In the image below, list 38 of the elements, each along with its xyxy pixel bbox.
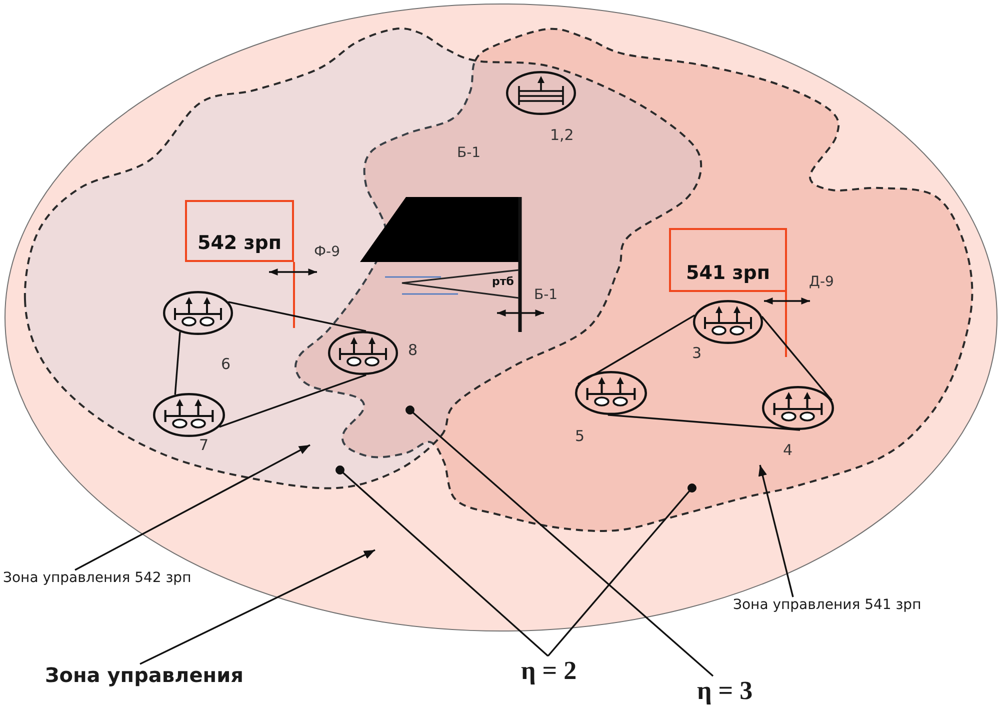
unit-flag: 541 зрп	[669, 228, 787, 292]
map-label: Б-1	[534, 287, 558, 304]
connecting-line	[761, 316, 832, 401]
zone-caption: Зона управления	[45, 664, 244, 687]
unit-number: 4	[783, 442, 793, 460]
connecting-line	[174, 332, 181, 395]
connecting-line	[608, 414, 800, 431]
unit-symbol-icon	[506, 71, 576, 115]
wheeled-launcher-icon	[693, 300, 763, 344]
wheeled-launcher-icon	[762, 386, 834, 430]
connecting-line	[219, 374, 366, 428]
unit-number: 3	[692, 345, 702, 362]
unit-number: 7	[199, 437, 209, 454]
map-label: Б-1	[457, 145, 481, 162]
leader-line	[336, 466, 549, 657]
wheeled-launcher-icon	[153, 393, 225, 437]
leader-line	[547, 484, 696, 657]
eta-label: η = 2	[521, 656, 577, 686]
wheeled-launcher-icon	[163, 291, 233, 335]
unit-number: 8	[408, 342, 418, 360]
unit-abbreviation: ртб	[492, 276, 514, 289]
wheeled-launcher-icon	[575, 371, 647, 415]
leader-line	[406, 406, 714, 677]
unit-number: 5	[575, 428, 585, 446]
leader-arrow	[140, 549, 376, 665]
map-label: Ф-9	[314, 244, 340, 260]
wheeled-launcher-icon	[328, 331, 398, 375]
connecting-line	[228, 301, 366, 332]
eta-label: η = 3	[697, 676, 753, 706]
connecting-line	[578, 314, 696, 385]
unit-number: 6	[221, 356, 231, 374]
unit-flag: 542 зрп	[185, 200, 294, 262]
zone-caption: Зона управления 541 зрп	[733, 597, 922, 614]
map-label: Д-9	[809, 274, 834, 290]
leader-arrow	[758, 464, 794, 598]
leader-arrow	[74, 444, 310, 571]
zone-caption: Зона управления 542 зрп	[3, 570, 192, 586]
unit-number: 1,2	[550, 127, 574, 144]
